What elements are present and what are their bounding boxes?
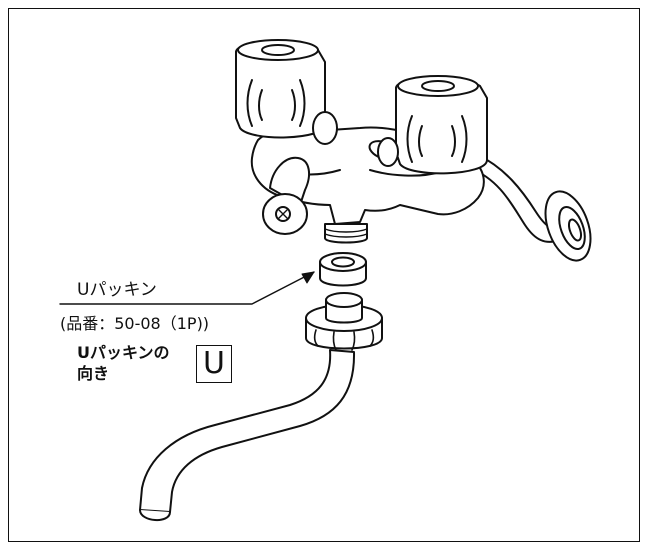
orientation-symbol: U [203,346,225,381]
spout-nut [305,292,383,351]
orientation-symbol-box: U [196,345,232,383]
right-handle [377,75,488,175]
orientation-label-line1: Uパッキンの [77,343,170,362]
leader-line [59,271,315,305]
wall-bracket [469,154,592,262]
orientation-label-line2: 向き [77,364,110,383]
spout-pipe [139,349,356,521]
u-packing-ring [319,252,367,287]
u-packing-label: Uパッキン [77,280,157,300]
outlet-nozzle [324,223,368,244]
left-handle [235,39,338,145]
part-number-label: (品番：50-08（1P)) [60,314,210,333]
lever-cap [262,156,311,235]
